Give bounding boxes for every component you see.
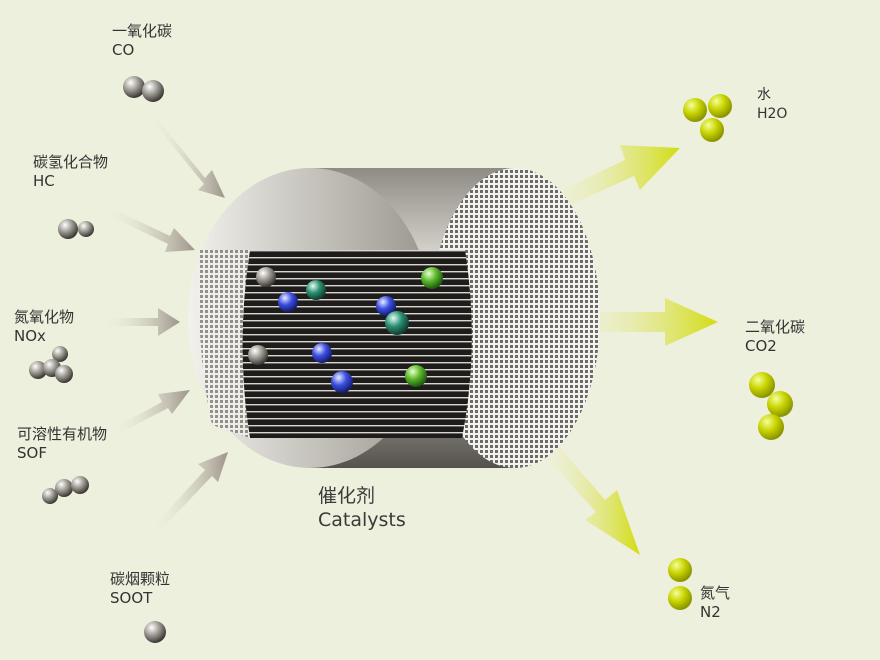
label-en: N2 xyxy=(700,603,721,621)
label-cn: 碳烟颗粒 xyxy=(110,570,171,588)
label-cn: 氮气 xyxy=(700,584,731,602)
arrow-co2 xyxy=(560,298,718,346)
arrow-co xyxy=(148,110,225,198)
arrow-n2 xyxy=(535,430,640,555)
output-arrows xyxy=(535,145,718,555)
label-cn: 碳氢化合物 xyxy=(33,153,109,171)
catalyst-particles xyxy=(248,267,443,393)
catalyst-particle-green xyxy=(405,365,427,387)
catalyst-particle-blue xyxy=(312,343,332,363)
arrow-h2o xyxy=(540,145,680,215)
label-h2o: 水 H2O xyxy=(757,86,787,124)
label-cn: 一氧化碳 xyxy=(112,22,173,40)
catalyst-particle-blue xyxy=(278,292,298,312)
sof-molecule xyxy=(42,476,89,504)
label-en: NOx xyxy=(14,327,46,345)
catalyst-channels xyxy=(242,250,472,438)
catalyst-particle-teal xyxy=(385,311,409,335)
catalyst-particle-blue xyxy=(331,371,353,393)
input-molecules xyxy=(29,76,166,643)
label-en: SOF xyxy=(17,444,47,462)
output-molecules xyxy=(668,94,793,610)
label-en: H2O xyxy=(757,106,788,122)
hc-molecule xyxy=(58,219,94,239)
n2-molecule xyxy=(668,558,692,610)
label-cn: 可溶性有机物 xyxy=(17,425,108,443)
arrow-sof xyxy=(110,390,190,436)
catalyst-particle-blue xyxy=(376,296,396,316)
label-cn: 氮氧化物 xyxy=(14,308,75,326)
arrow-soot xyxy=(150,452,228,535)
label-en: Catalysts xyxy=(318,509,406,531)
h2o-molecule xyxy=(683,94,732,142)
catalyst-cylinder xyxy=(188,168,600,468)
label-cn: 水 xyxy=(757,87,771,103)
nox-molecule xyxy=(29,346,73,383)
co2-molecule xyxy=(749,372,793,440)
arrow-nox xyxy=(100,308,180,336)
soot-molecule xyxy=(144,621,166,643)
arrow-hc xyxy=(102,205,195,252)
catalyst-particle-green xyxy=(421,267,443,289)
catalyst-particle-teal xyxy=(306,280,326,300)
soot-particle xyxy=(256,267,276,287)
soot-particle xyxy=(248,345,268,365)
mesh-end-face xyxy=(430,168,600,468)
label-cn: 二氧化碳 xyxy=(745,318,806,336)
co-molecule xyxy=(123,76,164,102)
label-cn: 催化剂 xyxy=(318,485,376,507)
label-en: HC xyxy=(33,172,55,190)
label-en: SOOT xyxy=(110,589,153,607)
input-arrows xyxy=(100,110,228,535)
label-en: CO2 xyxy=(745,337,777,355)
label-en: CO xyxy=(112,41,135,59)
